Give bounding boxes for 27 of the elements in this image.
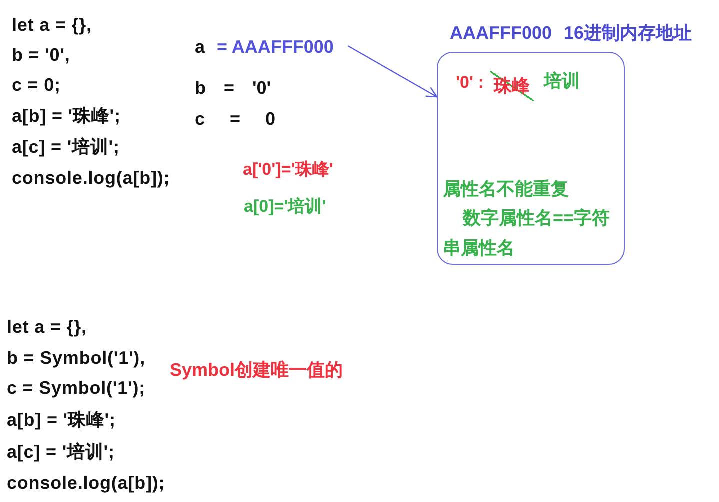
variable-name: a bbox=[195, 36, 206, 59]
variable-value: b = '0' bbox=[195, 77, 272, 99]
arrow bbox=[348, 45, 438, 98]
address-value: = AAAFFF000 bbox=[217, 36, 334, 59]
note-text: 属性名不能重复 bbox=[443, 178, 569, 201]
code-line: a[c] = '培训'; bbox=[7, 441, 115, 463]
code-line: let a = {}, bbox=[12, 14, 92, 36]
property-value: 珠峰 bbox=[490, 71, 534, 101]
variable-value: c = 0 bbox=[195, 108, 276, 130]
property-value: 培训 bbox=[544, 70, 580, 93]
code-line: a[b] = '珠峰'; bbox=[7, 409, 116, 431]
code-line: console.log(a[b]); bbox=[12, 167, 170, 189]
code-line: c = 0; bbox=[12, 74, 61, 96]
code-line: b = '0', bbox=[12, 44, 70, 66]
code-line: let a = {}, bbox=[7, 316, 87, 338]
note-text: 数字属性名==字符串属性名 bbox=[443, 207, 612, 260]
property-key: '0' : bbox=[456, 71, 484, 95]
annotation-text: a[0]='培训' bbox=[244, 196, 326, 218]
code-line: a[b] = '珠峰'; bbox=[12, 105, 121, 127]
code-line: c = Symbol('1'); bbox=[7, 377, 146, 399]
annotation-text: a['0']='珠峰' bbox=[243, 159, 334, 181]
memory-box bbox=[437, 52, 625, 265]
code-line: a[c] = '培训'; bbox=[12, 136, 120, 158]
address-heading: AAAFFF000 16进制内存地址 bbox=[450, 22, 692, 44]
code-line: b = Symbol('1'), bbox=[7, 347, 146, 369]
note-text: Symbol创建唯一值的 bbox=[170, 359, 344, 381]
code-line: console.log(a[b]); bbox=[7, 472, 166, 494]
